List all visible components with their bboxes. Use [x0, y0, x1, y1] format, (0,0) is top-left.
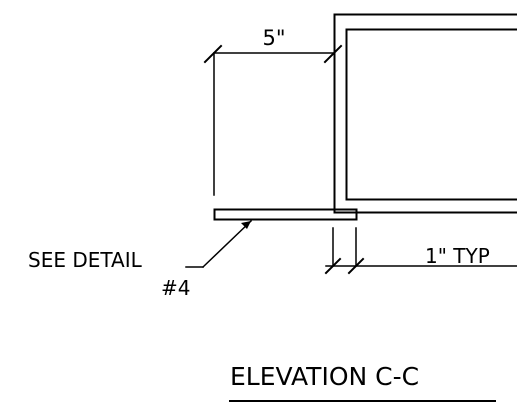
- right-dimension-label: 1" TYP: [425, 244, 490, 268]
- top-dimension-right-tick: [323, 44, 343, 64]
- top-dimension-label: 5": [262, 26, 285, 50]
- callout-line-2: #4: [161, 276, 190, 300]
- inner-frame: [345, 28, 517, 201]
- callout-leader-line: [201, 219, 253, 269]
- top-dimension-left-tick: [203, 44, 223, 64]
- title-group: ELEVATION C-C: [229, 362, 496, 402]
- right-dimension-tick-2: [347, 257, 365, 275]
- callout-line-1: SEE DETAIL: [28, 248, 143, 272]
- drawing-title: ELEVATION C-C: [230, 362, 419, 391]
- right-dimension-tick-1: [324, 257, 342, 275]
- outer-frame: [333, 13, 517, 214]
- right-dimension-group: 1" TYP: [324, 227, 517, 275]
- frame-group: [333, 13, 517, 214]
- callout-group: SEE DETAIL #4: [28, 219, 253, 300]
- callout-arrowhead-icon: [241, 221, 251, 229]
- bottom-plate: [213, 208, 358, 221]
- top-dimension-group: 5": [203, 26, 343, 196]
